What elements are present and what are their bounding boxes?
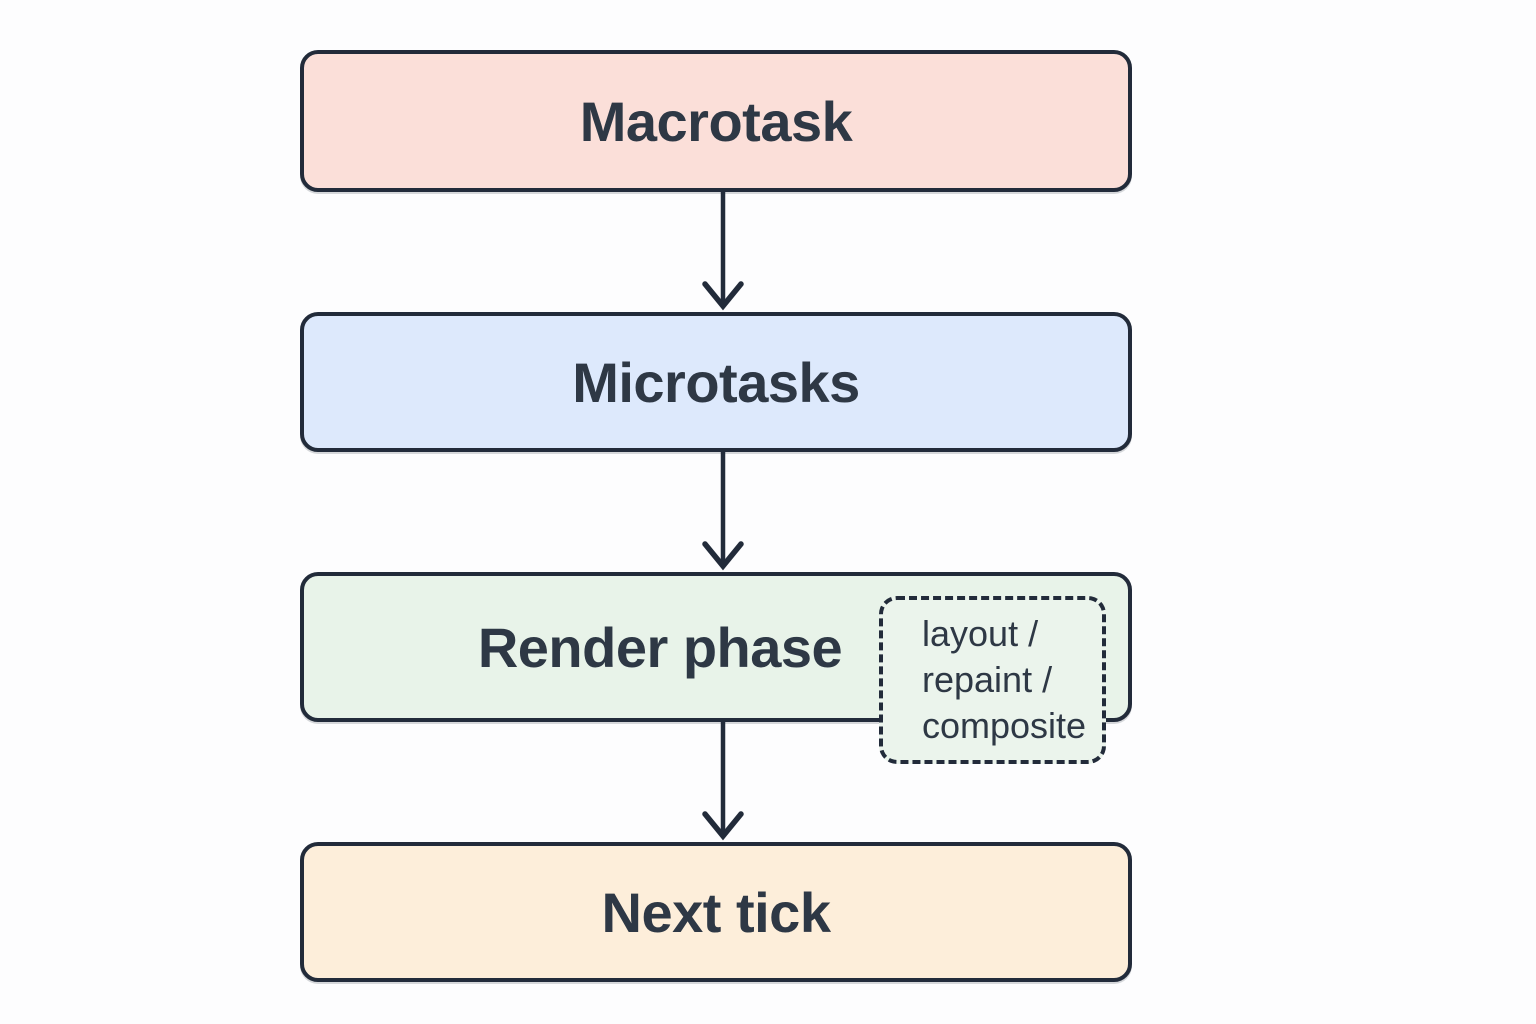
arrow-head (702, 281, 744, 311)
arrow-head (702, 811, 744, 841)
arrow-render-to-nexttick (702, 722, 744, 841)
node-microtasks-label: Microtasks (572, 350, 860, 414)
node-next-tick-label: Next tick (601, 880, 831, 944)
annotation-line-composite: composite (922, 705, 1087, 746)
annotation-line-repaint: repaint / (922, 659, 1053, 700)
node-render-phase-label: Render phase (477, 615, 843, 679)
arrow-macrotask-to-microtasks (702, 192, 744, 311)
node-next-tick: Next tick (300, 842, 1132, 982)
arrow-head (702, 541, 744, 571)
node-microtasks: Microtasks (300, 312, 1132, 452)
render-phase-annotation: layout / repaint / composite (879, 596, 1106, 764)
node-macrotask-label: Macrotask (579, 89, 853, 153)
annotation-line-layout: layout / (922, 613, 1039, 654)
arrow-microtasks-to-render (702, 452, 744, 571)
node-macrotask: Macrotask (300, 50, 1132, 192)
